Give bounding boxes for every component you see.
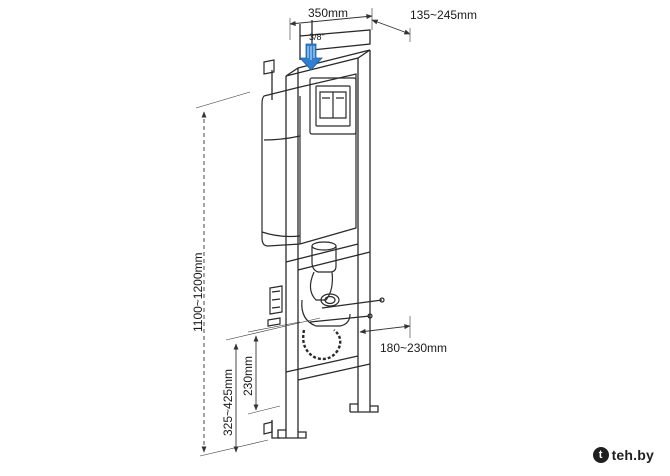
top-wall-bracket [263, 59, 275, 75]
cistern-tank [261, 73, 357, 247]
top-rail [285, 49, 371, 77]
dim-depth-adjust: 135~245mm [410, 8, 477, 22]
mid-rail [285, 243, 371, 271]
lower-rail [285, 355, 371, 381]
flush-buttons [319, 91, 347, 119]
right-foot [349, 403, 379, 413]
wall-brackets [263, 59, 283, 435]
watermark-logo: t teh.by [588, 445, 660, 465]
dim-outlet-height: 325~425mm [221, 369, 235, 436]
right-front-post [357, 50, 371, 412]
teh-logo-icon: t [592, 447, 609, 463]
drain-bend [301, 299, 351, 327]
left-front-post [285, 76, 299, 438]
frame-structure [271, 20, 379, 439]
adjust-bracket [269, 285, 283, 315]
outlet-collar [320, 293, 340, 307]
mounting-stud-upper [321, 299, 383, 309]
tank-body [261, 73, 357, 247]
dim-stud-length: 180~230mm [380, 341, 447, 355]
dim-frame-width: 350mm [308, 6, 348, 20]
left-foot [277, 429, 307, 439]
dim-total-height: 1100~1200mm [191, 252, 205, 332]
flush-pipe [311, 246, 337, 273]
dimension-lines [195, 8, 411, 457]
drain-fittings [301, 241, 385, 361]
mounting-stud-lower [309, 315, 371, 323]
water-inlet-indicator [299, 43, 323, 71]
watermark-text: teh.by [611, 447, 654, 463]
top-bracket [299, 29, 371, 51]
pipe-elbow-top [311, 241, 337, 251]
flex-hose [302, 329, 342, 361]
dim-inlet-size: 3/8" [309, 32, 325, 42]
flush-plate-frame [309, 77, 357, 135]
dim-bolt-spacing: 230mm [241, 356, 255, 396]
